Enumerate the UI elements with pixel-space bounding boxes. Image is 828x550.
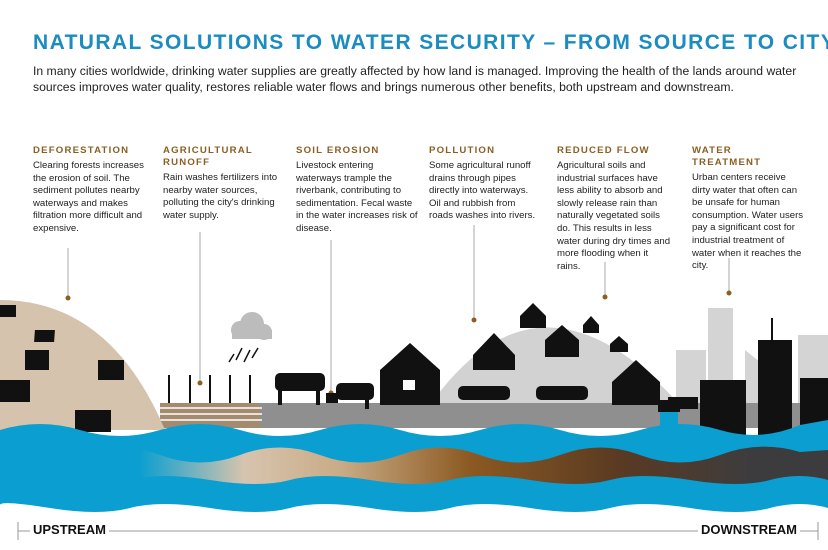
- section-heading: DEFORESTATION: [33, 145, 130, 156]
- section-body: Rain washes fertilizers into nearby wate…: [163, 172, 278, 221]
- section-body: Some agricultural runoff drains through …: [429, 160, 536, 222]
- house-icons: [473, 303, 660, 405]
- sediment-band: [80, 446, 828, 484]
- section-body: Urban centers receive dirty water that o…: [692, 172, 804, 272]
- car-icons: [458, 386, 588, 400]
- downstream-label: DOWNSTREAM: [697, 522, 800, 537]
- upstream-label: UPSTREAM: [30, 522, 109, 537]
- section-heading: AGRICULTURAL RUNOFF: [163, 145, 253, 168]
- section-heading: WATER TREATMENT: [692, 145, 762, 168]
- section-body: Clearing forests increases the erosion o…: [33, 160, 144, 234]
- rain-cloud-icon: [228, 312, 272, 363]
- section-soil-erosion: SOIL EROSION Livestock entering waterways…: [296, 145, 418, 236]
- faucet-icon: [658, 400, 680, 412]
- section-heading: REDUCED FLOW: [557, 145, 650, 156]
- section-deforestation: DEFORESTATION Clearing forests increases …: [33, 145, 158, 236]
- intro-text: In many cities worldwide, drinking water…: [33, 64, 797, 94]
- section-water-treatment: WATER TREATMENT Urban centers receive dir…: [692, 145, 804, 273]
- section-agricultural-runoff: AGRICULTURAL RUNOFF Rain washes fertilize…: [163, 145, 285, 222]
- leader-lines: [67, 225, 730, 391]
- section-heading: SOIL EROSION: [296, 145, 380, 156]
- section-body: Livestock entering waterways trample the…: [296, 160, 418, 234]
- corn-icons: [168, 375, 251, 403]
- cow-icons: [275, 373, 374, 409]
- section-pollution: POLLUTION Some agricultural runoff drains…: [429, 145, 541, 223]
- tree-stump-icons: [0, 305, 124, 432]
- section-reduced-flow: REDUCED FLOW Agricultural soils and indus…: [557, 145, 673, 273]
- upstream-downstream-axis: [17, 522, 819, 540]
- barn-icon: [380, 343, 440, 405]
- section-heading: POLLUTION: [429, 145, 496, 156]
- page-title: NATURAL SOLUTIONS TO WATER SECURITY – FR…: [33, 31, 828, 54]
- city-buildings-icon: [668, 318, 828, 435]
- section-body: Agricultural soils and industrial surfac…: [557, 160, 671, 272]
- leader-dots: [65, 290, 732, 396]
- field-rows: [160, 407, 262, 421]
